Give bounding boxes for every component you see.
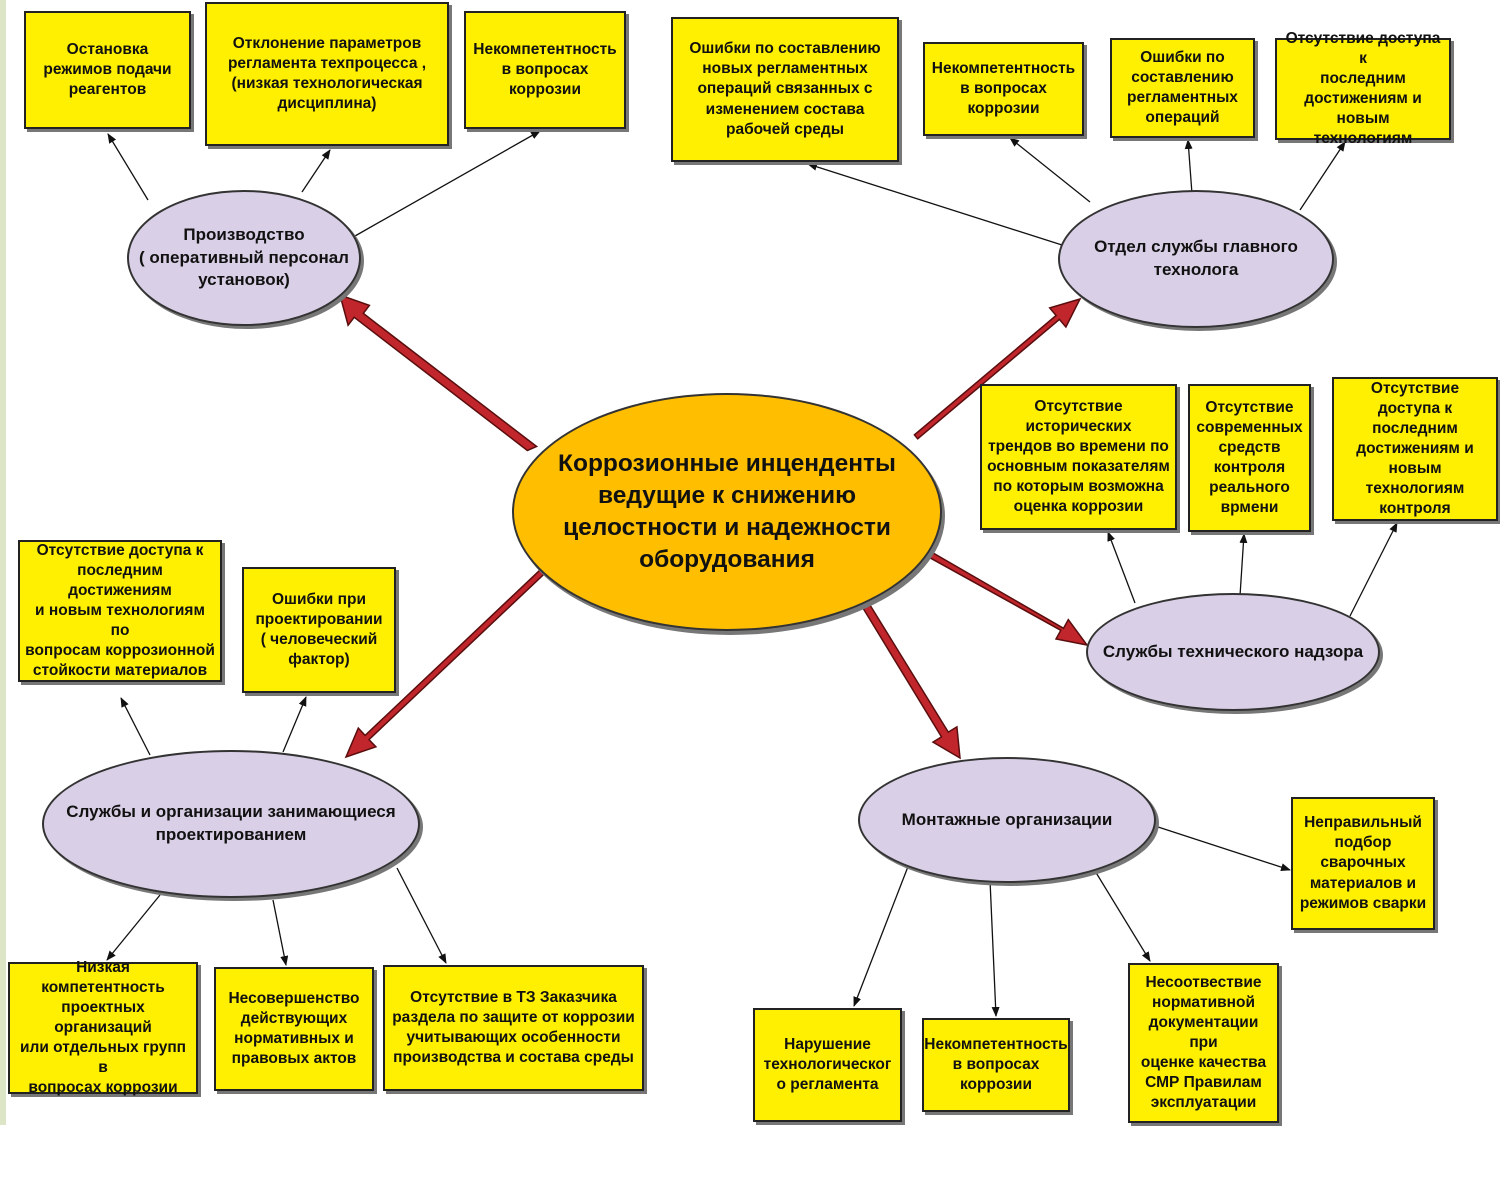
big-arrow-to-design: [344, 566, 548, 759]
arrow-tech-t3: [1184, 139, 1193, 195]
big-arrow-to-technologist: [913, 297, 1082, 440]
arrow-sup-s3: [1349, 522, 1398, 617]
left-edge-strip: [0, 0, 6, 1125]
box-sup-trends: Отсутствие исторических трендов во време…: [980, 384, 1177, 530]
box-inst-normative-docs: Несоотвествие нормативной документации п…: [1128, 963, 1279, 1123]
arrow-inst-m4: [1091, 865, 1151, 962]
arrow-design-d2: [282, 696, 307, 753]
arrow-sup-s1: [1107, 531, 1136, 604]
box-production-reagents: Остановка режимов подачи реагентов: [24, 11, 191, 129]
arrow-tech-t2: [1009, 137, 1091, 203]
box-tech-new-operations: Ошибки по составлению новых регламентных…: [671, 17, 899, 162]
big-arrow-to-production: [338, 293, 539, 452]
node-installation: Монтажные организации: [858, 757, 1156, 883]
box-design-tz-section: Отсутствие в ТЗ Заказчика раздела по защ…: [383, 965, 644, 1091]
arrow-sup-s2: [1239, 533, 1248, 597]
box-production-deviation: Отклонение параметров регламента техпроц…: [205, 2, 449, 146]
arrow-design-d4: [272, 899, 289, 966]
node-production: Производство ( оперативный персонал уста…: [127, 190, 361, 326]
arrow-inst-m3: [989, 879, 1000, 1017]
arrow-inst-m1: [1154, 825, 1291, 872]
box-tech-incompetence: Некомпетентность в вопросах коррозии: [923, 42, 1084, 136]
node-technologist: Отдел службы главного технолога: [1058, 190, 1334, 328]
arrow-design-d3: [106, 894, 161, 961]
box-sup-no-access: Отсутствие доступа к последним достижени…: [1332, 377, 1498, 521]
arrow-tech-t1: [807, 162, 1063, 246]
box-inst-regulation-violation: Нарушение технологическог о регламента: [753, 1008, 902, 1122]
box-tech-operations-errors: Ошибки по составлению регламентных опера…: [1110, 38, 1255, 138]
arrow-tech-t4: [1299, 141, 1346, 211]
arrow-production-p1: [107, 133, 149, 201]
box-sup-modern-control: Отсутствие современных средств контроля …: [1188, 384, 1311, 532]
arrow-design-d5: [396, 867, 447, 964]
box-inst-welding: Неправильный подбор сварочных материалов…: [1291, 797, 1435, 930]
arrow-inst-m2: [853, 863, 910, 1007]
box-design-errors: Ошибки при проектировании ( человеческий…: [242, 567, 396, 693]
box-design-regulations: Несовершенство действующих нормативных и…: [214, 967, 374, 1091]
node-design: Службы и организации занимающиеся проект…: [42, 750, 420, 898]
central-topic: Коррозионные инценденты ведущие к снижен…: [512, 393, 942, 631]
box-design-no-access: Отсутствие доступа к последним достижени…: [18, 540, 222, 682]
arrow-production-p2: [301, 149, 331, 193]
node-supervision: Службы технического надзора: [1086, 593, 1380, 711]
arrow-design-d1: [120, 697, 151, 756]
big-arrow-to-installation: [859, 599, 961, 760]
box-design-low-competence: Низкая компетентность проектных организа…: [8, 959, 198, 1096]
arrow-production-p3: [354, 130, 541, 237]
box-tech-no-access: Отсутствие доступа к последним достижени…: [1275, 30, 1451, 147]
box-inst-incompetence: Некомпетентность в вопросах коррозии: [922, 1018, 1070, 1112]
box-production-incompetence: Некомпетентность в вопросах коррозии: [464, 11, 626, 129]
big-arrow-to-supervision: [919, 546, 1089, 647]
